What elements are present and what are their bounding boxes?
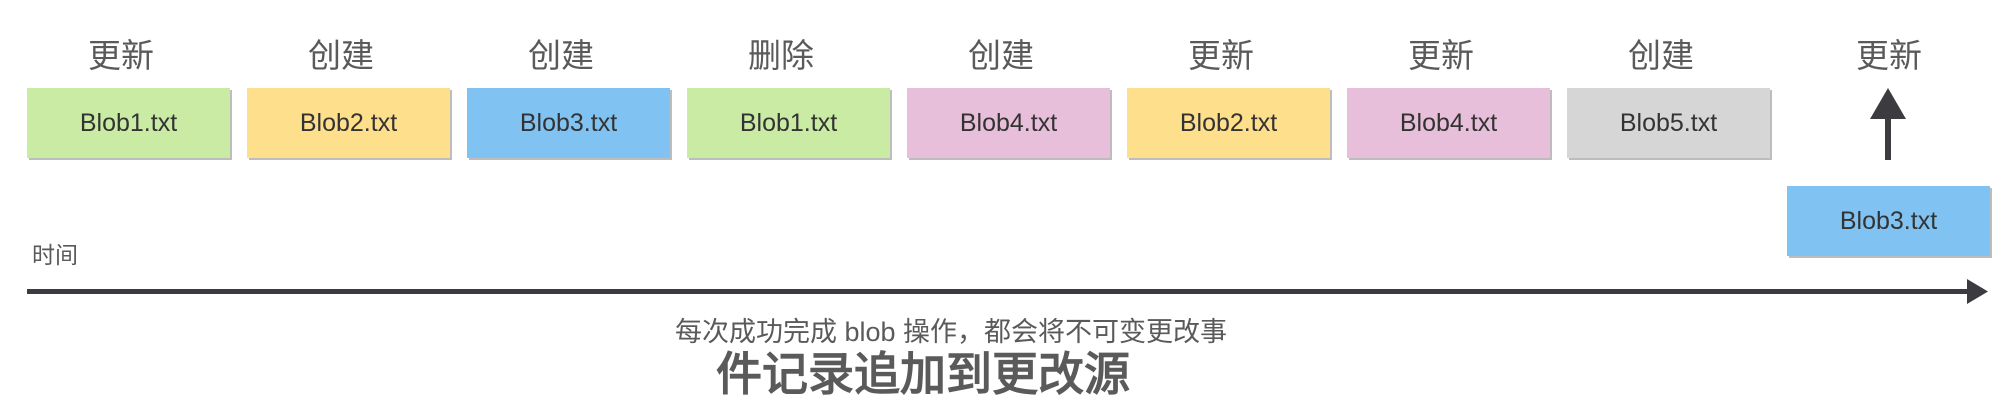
time-axis-label: 时间: [32, 242, 78, 268]
operation-label: 更新: [88, 37, 154, 74]
blob-box: Blob2.txt: [247, 88, 450, 158]
operation-label: 更新: [1408, 37, 1474, 74]
timeline-axis: [27, 279, 1988, 304]
operation-label: 创建: [968, 37, 1034, 74]
incoming-change-event: 更新 Blob3.txt: [1787, 0, 1991, 260]
caption-line-2: 件记录追加到更改源: [716, 348, 1130, 400]
operation-label: 更新: [1188, 37, 1254, 74]
operation-label: 创建: [308, 37, 374, 74]
blob-box: Blob3.txt: [467, 88, 670, 158]
arrow-right-icon: [1967, 279, 1988, 304]
blob-box: Blob3.txt: [1787, 186, 1990, 256]
blob-box: Blob2.txt: [1127, 88, 1330, 158]
blob-box: Blob5.txt: [1567, 88, 1770, 158]
blob-box: Blob4.txt: [1347, 88, 1550, 158]
arrow-up-icon: [1870, 88, 1906, 160]
caption-line-1: 每次成功完成 blob 操作，都会将不可变更改事: [675, 317, 1228, 347]
operation-label: 删除: [748, 37, 814, 74]
blob-box: Blob4.txt: [907, 88, 1110, 158]
operation-label: 更新: [1856, 37, 1922, 74]
blob-box: Blob1.txt: [687, 88, 890, 158]
operation-label: 创建: [1628, 37, 1694, 74]
operation-label: 创建: [528, 37, 594, 74]
blob-box: Blob1.txt: [27, 88, 230, 158]
